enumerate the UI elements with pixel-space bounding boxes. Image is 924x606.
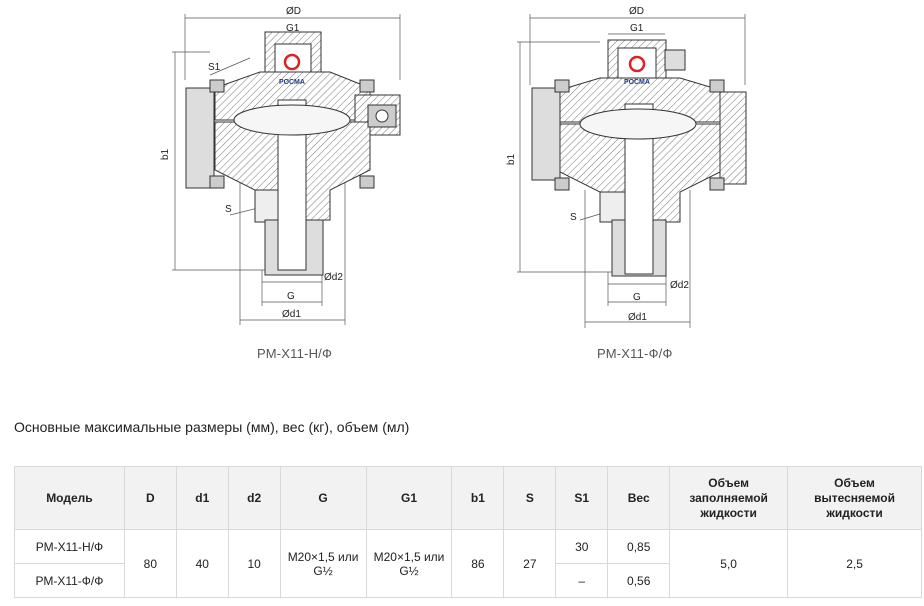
dim-label-b1: b1 [160,148,171,160]
dim-label-G: G [287,291,295,302]
cell-S1: – [555,563,609,598]
table-row: РМ-Х11-Ф/Ф – 0,56 [14,563,922,598]
header-b1: b1 [451,466,505,530]
cell-model: РМ-Х11-Н/Ф [14,529,125,564]
upper-body [185,31,401,189]
dim-label-d1: Ød1 [282,309,301,320]
cell-fill-volume: 5,0 [669,529,789,598]
cell-model: РМ-Х11-Ф/Ф [14,563,125,598]
cell-d1: 40 [175,529,229,598]
bolts [554,79,725,191]
upper-body [531,39,747,185]
cell-S1: 30 [555,529,609,564]
membrane [579,108,697,140]
dim-label-S: S [225,204,232,215]
cell-d2: 10 [227,529,281,598]
header-S1: S1 [555,466,609,530]
drawing-rm-x11-f-f: РОСМА ØD G1 b1 S Ød2 G Ød1 [506,6,747,328]
dim-label-D: ØD [629,6,644,17]
header-displaced-volume: Объем вытесняемой жидкости [787,466,922,530]
cell-S: 27 [503,529,557,598]
svg-text:РОСМА: РОСМА [279,79,305,86]
cell-weight: 0,85 [607,529,671,564]
dim-label-G1: G1 [630,23,644,34]
membrane [233,104,351,136]
table-row: РМ-Х11-Н/Ф 80 40 10 M20×1,5 или G½ M20×1… [14,529,922,598]
cell-weight: 0,56 [607,563,671,598]
rosma-logo: РОСМА [624,55,650,86]
header-D: D [123,466,177,530]
cell-D: 80 [123,529,177,598]
header-S: S [503,466,557,530]
dim-label-d2: Ød2 [670,280,689,291]
header-G: G [279,466,367,530]
section-title: Основные максимальные размеры (мм), вес … [14,419,410,435]
lower-body [559,103,721,277]
caption-rm-x11-f-f: РМ-Х11-Ф/Ф [597,346,673,361]
cell-G: M20×1,5 или G½ [279,529,367,598]
cell-b1: 86 [451,529,505,598]
header-G1: G1 [365,466,453,530]
dim-label-G1: G1 [286,23,300,34]
drawing-rm-x11-n-f: РОСМА ØD G1 S1 b1 S Ød2 G Ød1 [160,6,401,325]
table-header-row: Модель D d1 d2 G G1 b1 S S1 Вес Объем за… [14,466,922,530]
dim-label-d2: Ød2 [324,272,343,283]
header-d1: d1 [175,466,229,530]
header-d2: d2 [227,466,281,530]
cell-displaced-volume: 2,5 [787,529,922,598]
dimension-lines [172,14,401,325]
dim-label-S1: S1 [208,62,221,73]
header-model: Модель [14,466,125,530]
header-weight: Вес [607,466,671,530]
dim-label-G: G [633,292,641,303]
dim-label-b1: b1 [506,153,517,165]
svg-text:РОСМА: РОСМА [624,79,650,86]
bolts [209,79,397,189]
dim-label-D: ØD [286,6,301,17]
caption-rm-x11-n-f: РМ-Х11-Н/Ф [257,346,333,361]
rosma-logo: РОСМА [279,53,305,86]
cell-G1: M20×1,5 или G½ [365,529,453,598]
dim-label-d1: Ød1 [628,312,647,323]
specs-table: Модель D d1 d2 G G1 b1 S S1 Вес Объем за… [14,466,922,598]
dim-label-S: S [570,212,577,223]
dimension-lines [517,14,746,328]
header-fill-volume: Объем заполняемой жидкости [669,466,789,530]
